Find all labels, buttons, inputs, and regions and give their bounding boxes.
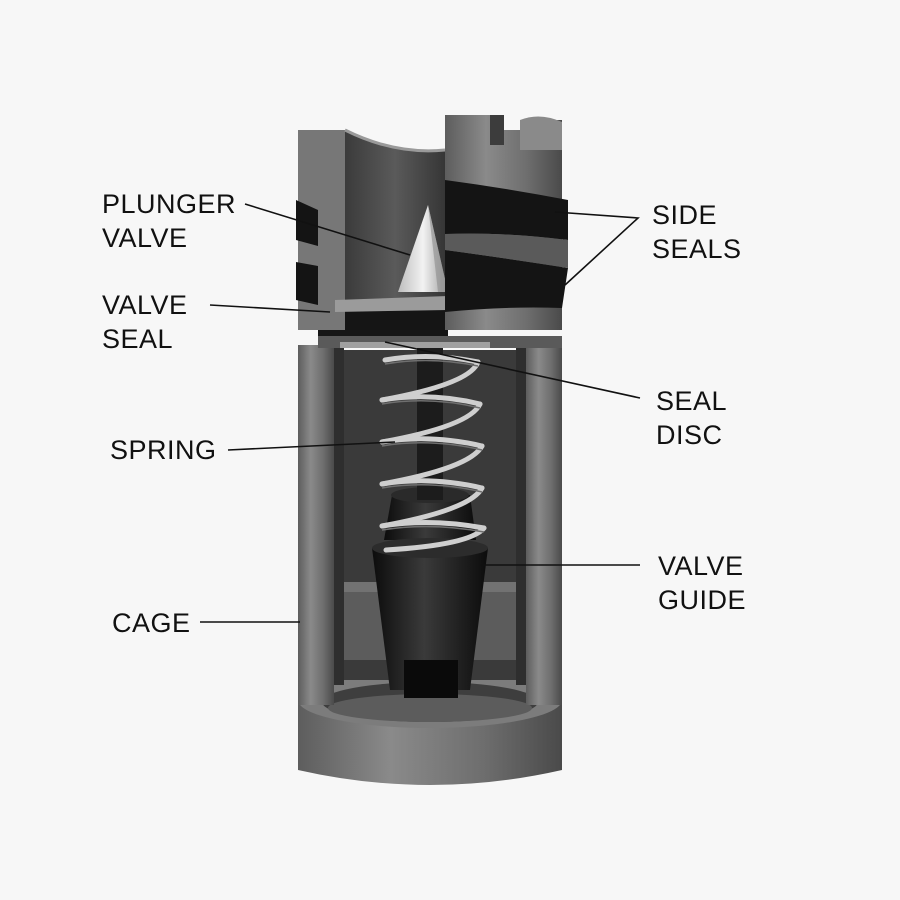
- label-valve-seal: VALVE SEAL: [102, 290, 188, 354]
- valve-guide-shape: [372, 487, 488, 698]
- spring-coil: [379, 353, 487, 553]
- label-cage: CAGE: [112, 608, 191, 638]
- label-valve-guide: VALVE GUIDE: [658, 551, 747, 615]
- label-spring: SPRING: [110, 435, 217, 465]
- leader-seal-disc: [384, 341, 641, 399]
- leader-side-seals: [554, 211, 640, 286]
- side-seals-shape: [296, 180, 568, 312]
- label-seal-disc: SEAL DISC: [656, 386, 728, 450]
- cage-legs: [298, 345, 562, 705]
- leader-valve-seal: [209, 304, 331, 313]
- leader-plunger-valve: [244, 203, 411, 256]
- leader-spring: [227, 441, 396, 451]
- label-side-seals: SIDE SEALS: [652, 200, 742, 264]
- leader-lines: [200, 203, 641, 623]
- label-plunger-valve: PLUNGER VALVE: [102, 189, 237, 253]
- cage-base: [298, 672, 562, 785]
